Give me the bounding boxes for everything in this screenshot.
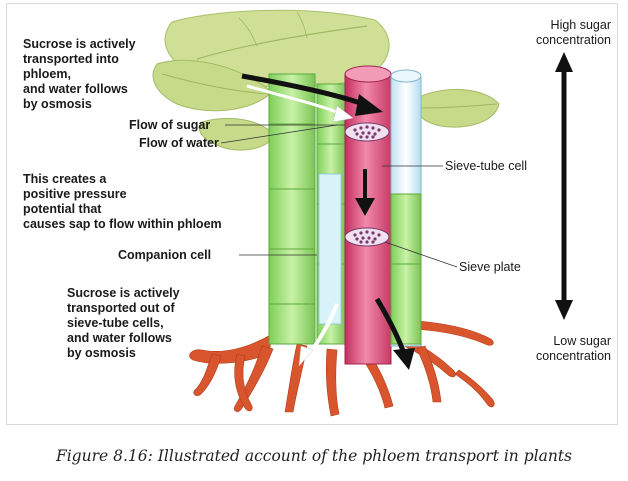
label-sieve-plate: Sieve plate xyxy=(459,260,521,274)
companion-cells xyxy=(268,73,346,345)
label-companion-cell: Companion cell xyxy=(118,248,212,262)
label-positive-pressure: This creates a positive pressure potenti… xyxy=(23,172,222,231)
leaf-right xyxy=(414,88,500,128)
label-flow-of-water: Flow of water xyxy=(139,136,219,150)
label-sucrose-transported-in: Sucrose is actively transported into phl… xyxy=(23,37,136,111)
label-high-sugar-concentration: High sugar concentration xyxy=(535,18,611,47)
label-sieve-tube-cell: Sieve-tube cell xyxy=(445,159,527,173)
label-flow-of-sugar: Flow of sugar xyxy=(129,118,211,132)
leader-lines xyxy=(220,124,458,268)
sieve-tube-cell xyxy=(344,65,392,365)
diagram-frame: Sucrose is actively transported into phl… xyxy=(6,3,618,425)
leaf-lower-left xyxy=(198,117,276,151)
leaf-left xyxy=(152,59,273,112)
figure-caption: Figure 8.16: Illustrated account of the … xyxy=(55,447,573,465)
water-flow-arrows xyxy=(246,84,354,367)
sugar-flow-arrows xyxy=(241,73,415,370)
xylem-tube xyxy=(390,69,422,347)
phloem-illustration xyxy=(152,9,573,417)
label-low-sugar-concentration: Low sugar concentration xyxy=(535,334,611,363)
sieve-plate-lower xyxy=(344,227,390,247)
sieve-plate-upper xyxy=(344,122,390,142)
concentration-gradient-arrow xyxy=(555,52,573,320)
label-sucrose-transported-out: Sucrose is actively transported out of s… xyxy=(67,286,180,360)
